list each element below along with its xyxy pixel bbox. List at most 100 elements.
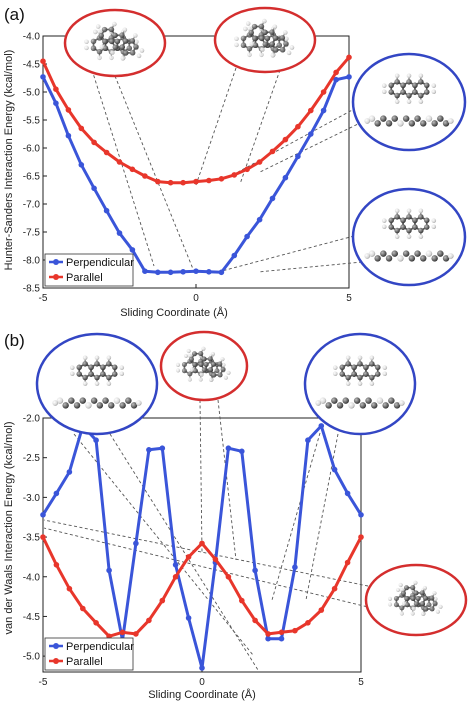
carbon-atom	[424, 89, 430, 95]
carbon-atom	[375, 371, 381, 377]
hydrogen-atom	[270, 53, 276, 58]
hydrogen-atom	[315, 400, 322, 406]
hydrogen-atom	[435, 609, 440, 614]
atom	[431, 120, 438, 127]
leader-line	[195, 67, 237, 186]
hydrogen-atom	[433, 596, 438, 601]
data-point-parallel	[295, 123, 301, 130]
carbon-atom	[82, 374, 88, 381]
data-point-perpendicular	[331, 466, 338, 473]
data-point-perpendicular	[218, 269, 225, 276]
data-point-parallel	[146, 617, 152, 624]
atom	[408, 120, 416, 127]
y-tick-label: -7.0	[23, 200, 41, 211]
data-point-perpendicular	[167, 269, 174, 276]
data-point-perpendicular	[244, 233, 250, 240]
y-tick-label: -2.0	[23, 414, 41, 425]
data-point-perpendicular	[91, 185, 97, 192]
hydrogen-atom	[381, 218, 387, 223]
carbon-atom	[102, 38, 108, 45]
hydrogen-atom	[136, 53, 142, 59]
hydrogen-atom	[398, 400, 405, 406]
series-line-parallel	[41, 56, 351, 185]
carbon-atom	[412, 217, 418, 224]
carbon-atom	[187, 371, 193, 377]
hydrogen-atom	[410, 611, 415, 616]
atom	[376, 397, 384, 404]
carbon-atom	[420, 601, 426, 607]
y-tick-label: -4.0	[23, 572, 41, 583]
carbon-atom	[119, 44, 125, 50]
carbon-atom	[357, 361, 363, 367]
carbon-atom	[108, 26, 115, 33]
hydrogen-atom	[199, 372, 204, 377]
data-point-perpendicular	[129, 247, 136, 253]
atom	[397, 255, 404, 262]
data-point-parallel	[252, 617, 258, 624]
carbon-atom	[429, 606, 435, 612]
inset-a-top-right	[213, 6, 317, 74]
panel-b-x-axis-label: Sliding Coordinate (Å)	[148, 688, 256, 701]
y-tick-label: -5.5	[23, 116, 41, 127]
data-point-parallel	[119, 629, 126, 636]
atom	[359, 402, 367, 409]
leader-line	[109, 433, 259, 671]
hydrogen-atom	[95, 24, 101, 29]
data-point-perpendicular	[65, 132, 72, 139]
x-tick-label: -5	[39, 677, 48, 688]
carbon-atom	[400, 590, 406, 596]
hydrogen-atom	[394, 234, 400, 239]
atom	[336, 402, 344, 409]
leader-line	[43, 527, 373, 609]
atom	[437, 115, 444, 122]
legend-marker-parallel	[53, 658, 59, 664]
panel-a-leader-lines	[91, 67, 363, 273]
atom	[385, 255, 393, 262]
hydrogen-atom	[234, 42, 239, 48]
carbon-atom	[400, 89, 406, 95]
carbon-atom	[339, 364, 345, 371]
hydrogen-atom	[120, 56, 126, 61]
data-point-parallel	[239, 597, 245, 604]
hydrogen-atom	[289, 45, 295, 50]
hydrogen-atom	[381, 83, 387, 88]
y-tick-label: -3.0	[23, 493, 41, 504]
carbon-atom	[208, 367, 214, 373]
hydrogen-atom	[432, 591, 437, 596]
hydrogen-atom	[92, 29, 98, 35]
carbon-atom	[258, 35, 265, 42]
hydrogen-atom	[226, 370, 231, 375]
data-point-parallel	[193, 178, 199, 185]
data-point-perpendicular	[305, 437, 311, 444]
data-point-parallel	[53, 562, 60, 568]
carbon-atom	[82, 361, 88, 367]
hydrogen-atom	[220, 357, 225, 362]
data-point-perpendicular	[40, 74, 46, 80]
inset-a-top-left	[63, 8, 167, 78]
hydrogen-atom	[112, 21, 117, 27]
carbon-atom	[126, 45, 133, 51]
perpendicular-molecule-icon	[52, 355, 142, 409]
legend-marker-parallel	[53, 274, 59, 280]
hydrogen-atom	[135, 400, 142, 406]
data-point-perpendicular	[265, 635, 271, 642]
carbon-atom	[119, 32, 125, 38]
data-point-perpendicular	[133, 540, 139, 547]
series-line-perpendicular	[41, 424, 363, 670]
carbon-atom	[419, 590, 425, 596]
carbon-atom	[394, 79, 400, 85]
carbon-atom	[201, 356, 207, 362]
y-tick-label: -7.5	[23, 228, 41, 239]
y-tick-label: -6.0	[23, 144, 41, 155]
hydrogen-atom	[133, 33, 138, 38]
atom	[402, 115, 410, 122]
carbon-atom	[273, 47, 279, 53]
atom	[96, 402, 104, 409]
hydrogen-atom	[210, 351, 216, 357]
data-point-parallel	[212, 556, 219, 563]
carbon-atom	[217, 361, 223, 367]
carbon-atom	[88, 364, 94, 371]
hydrogen-atom	[245, 21, 251, 26]
hydrogen-atom	[418, 99, 424, 104]
